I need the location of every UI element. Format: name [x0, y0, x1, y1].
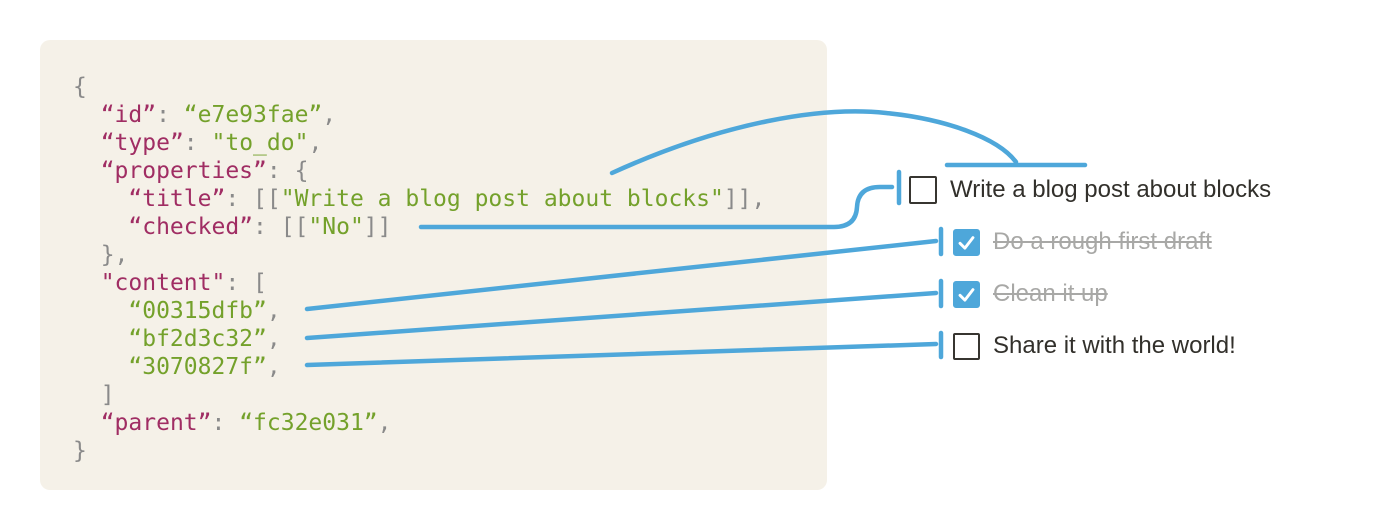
- code-token: “parent”: [100, 410, 212, 436]
- code-token: [73, 214, 128, 240]
- json-code-panel: { “id”: “e7e93fae”, “type”: "to_do", “pr…: [40, 40, 827, 490]
- code-token: ,: [322, 102, 337, 128]
- code-token: “bf2d3c32”: [128, 326, 267, 352]
- code-token: ,: [308, 130, 323, 156]
- code-token: [73, 158, 101, 184]
- code-line: {: [73, 73, 827, 101]
- code-token: :: [156, 102, 184, 128]
- todo-item[interactable]: Share it with the world!: [953, 332, 1236, 360]
- code-token: : [[: [253, 214, 309, 240]
- code-token: :: [183, 130, 212, 156]
- todo-label: Write a blog post about blocks: [950, 176, 1272, 203]
- code-line: “id”: “e7e93fae”,: [73, 101, 827, 129]
- code-line: "content": [: [73, 269, 827, 297]
- code-token: : {: [266, 158, 309, 184]
- todo-checkbox-checked[interactable]: [953, 280, 980, 308]
- todo-checkbox-unchecked[interactable]: [953, 332, 980, 360]
- todo-label: Share it with the world!: [993, 332, 1236, 359]
- code-token: “e7e93fae”: [183, 102, 323, 128]
- code-token: ,: [266, 354, 281, 380]
- todo-item[interactable]: Clean it up: [953, 280, 1108, 308]
- code-line: ]: [73, 381, 827, 409]
- code-token: ]: [73, 382, 115, 408]
- code-line: },: [73, 241, 827, 269]
- todo-item[interactable]: Write a blog post about blocks: [909, 176, 1271, 204]
- code-token: “00315dfb”: [128, 298, 267, 324]
- todo-label: Do a rough first draft: [993, 228, 1212, 255]
- code-token: [73, 130, 101, 156]
- code-token: [73, 354, 128, 380]
- code-line: “title”: [["Write a blog post about bloc…: [73, 185, 827, 213]
- code-line: “properties”: {: [73, 157, 827, 185]
- code-token: "No": [308, 214, 364, 240]
- code-token: "content": [100, 270, 226, 296]
- code-token: : [: [225, 270, 267, 296]
- code-token: “3070827f”: [128, 354, 267, 380]
- code-token: : [[: [225, 186, 281, 212]
- code-token: }: [73, 438, 87, 464]
- code-token: "Write a blog post about blocks": [280, 186, 724, 212]
- code-token: “checked”: [128, 214, 254, 240]
- code-token: [73, 410, 101, 436]
- code-token: “properties”: [100, 158, 267, 184]
- code-token: “title”: [128, 186, 226, 212]
- code-line: “parent”: “fc32e031”,: [73, 409, 827, 437]
- code-token: ]],: [723, 186, 766, 212]
- todo-label: Clean it up: [993, 280, 1108, 307]
- todo-item[interactable]: Do a rough first draft: [953, 228, 1212, 256]
- code-token: “type”: [100, 130, 184, 156]
- code-line: “bf2d3c32”,: [73, 325, 827, 353]
- checkmark-icon: [958, 287, 975, 302]
- code-token: [73, 270, 101, 296]
- code-token: },: [73, 242, 129, 268]
- code-line: }: [73, 437, 827, 465]
- todo-checkbox-unchecked[interactable]: [909, 176, 937, 204]
- json-code-block: { “id”: “e7e93fae”, “type”: "to_do", “pr…: [73, 73, 827, 465]
- code-token: ]]: [363, 214, 392, 240]
- code-token: “id”: [100, 102, 157, 128]
- code-line: “3070827f”,: [73, 353, 827, 381]
- todo-checkbox-checked[interactable]: [953, 228, 980, 256]
- code-token: [73, 326, 128, 352]
- code-token: ,: [266, 326, 281, 352]
- code-token: {: [73, 74, 87, 100]
- checkmark-icon: [958, 235, 975, 250]
- code-token: :: [211, 410, 240, 436]
- code-token: "to_do": [211, 130, 309, 156]
- code-token: ,: [266, 298, 281, 324]
- code-token: “fc32e031”: [239, 410, 378, 436]
- code-line: “type”: "to_do",: [73, 129, 827, 157]
- code-token: [73, 298, 128, 324]
- code-line: “00315dfb”,: [73, 297, 827, 325]
- code-token: [73, 186, 128, 212]
- code-token: [73, 102, 101, 128]
- code-line: “checked”: [["No"]]: [73, 213, 827, 241]
- code-token: ,: [377, 410, 392, 436]
